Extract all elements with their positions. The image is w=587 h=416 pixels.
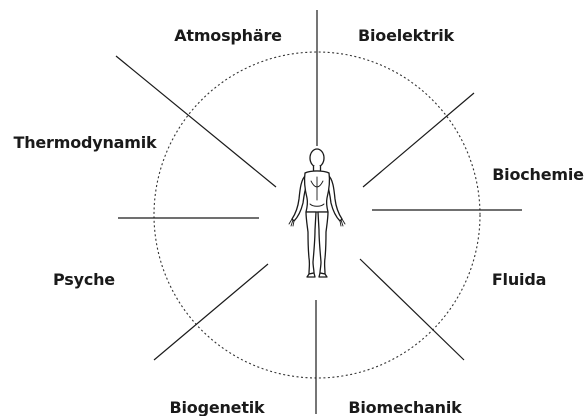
label-atmosphaere: Atmosphäre xyxy=(174,26,282,45)
ray-upper-right xyxy=(363,93,474,187)
ray-upper-left xyxy=(116,56,276,187)
label-fluida: Fluida xyxy=(492,270,546,289)
label-psyche: Psyche xyxy=(53,270,115,289)
label-biochemie: Biochemie xyxy=(492,165,584,184)
label-biomechanik: Biomechanik xyxy=(348,398,462,416)
ray-lower-right xyxy=(360,259,464,360)
ray-lower-left xyxy=(154,264,268,360)
label-bioelektrik: Bioelektrik xyxy=(358,26,455,45)
label-biogenetik: Biogenetik xyxy=(170,398,266,416)
label-thermodynamik: Thermodynamik xyxy=(14,133,158,152)
human-body-icon xyxy=(289,149,345,277)
